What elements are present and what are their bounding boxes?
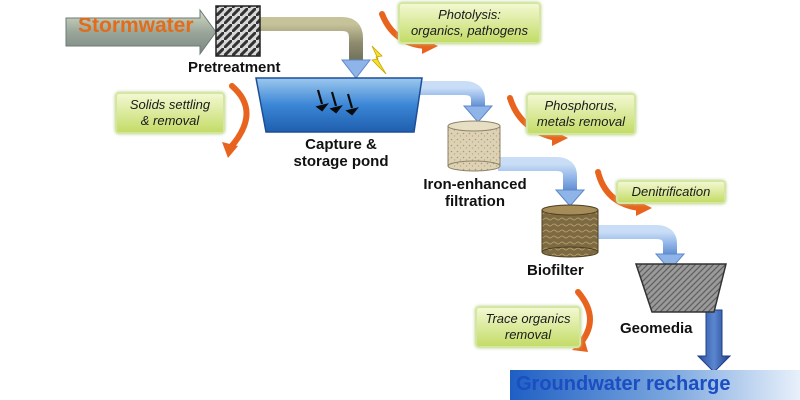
solids-settling-note-line-1: Solids settling bbox=[129, 97, 211, 112]
solids-settling-note-line-2: & removal bbox=[140, 113, 200, 128]
capture-pond-label: Capture & storage pond bbox=[276, 136, 406, 170]
iron-filtration-label-line-1: Iron-enhanced bbox=[423, 176, 527, 193]
trace-organics-note: Trace organics removal bbox=[475, 306, 581, 348]
phosphorus-note-line-2: metals removal bbox=[536, 114, 626, 129]
stormwater-label: Stormwater bbox=[78, 14, 194, 37]
biofilter-cylinder bbox=[541, 204, 599, 258]
lightning-bolt-icon bbox=[371, 45, 387, 75]
iron-filter-cylinder bbox=[447, 120, 501, 172]
solids-settling-note: Solids settling & removal bbox=[115, 92, 225, 134]
photolysis-note-line-1: Photolysis: bbox=[438, 7, 501, 22]
flow-outlet-geomedia bbox=[696, 309, 732, 373]
flow-pipe-biofilter-to-geomedia bbox=[598, 225, 677, 256]
flow-arrowhead-geomedia bbox=[654, 253, 686, 271]
trace-organics-note-line-1: Trace organics bbox=[485, 311, 571, 326]
photolysis-note-line-2: organics, pathogens bbox=[410, 23, 529, 38]
flow-pipe-pretreatment-to-pond bbox=[258, 17, 363, 62]
flow-pipe-iron-to-biofilter bbox=[498, 157, 577, 192]
denitrification-note: Denitrification bbox=[616, 180, 726, 204]
denitrification-arrow bbox=[595, 169, 643, 211]
capture-pond-label-line-1: Capture & bbox=[305, 136, 377, 153]
iron-filtration-label-line-2: filtration bbox=[445, 193, 505, 210]
capture-pond-label-line-2: storage pond bbox=[293, 153, 389, 170]
photolysis-note: Photolysis: organics, pathogens bbox=[398, 2, 541, 44]
flow-arrowhead-biofilter bbox=[554, 189, 586, 207]
iron-filtration-label: Iron-enhanced filtration bbox=[410, 176, 540, 210]
pretreatment-unit bbox=[215, 5, 261, 57]
geomedia-label: Geomedia bbox=[620, 320, 693, 337]
pretreatment-label: Pretreatment bbox=[188, 59, 281, 76]
groundwater-recharge-bar bbox=[510, 370, 800, 400]
solids-settling-arrow bbox=[227, 83, 250, 151]
phosphorus-note: Phosphorus, metals removal bbox=[526, 93, 636, 135]
biofilter-label: Biofilter bbox=[527, 262, 584, 279]
geomedia-tray bbox=[634, 263, 727, 313]
groundwater-recharge-label: Groundwater recharge bbox=[516, 373, 731, 395]
denitrification-note-text: Denitrification bbox=[631, 184, 711, 199]
flow-pipe-pond-to-iron-filter bbox=[416, 81, 485, 108]
phosphorus-note-line-1: Phosphorus, bbox=[544, 98, 618, 113]
capture-pond bbox=[255, 77, 423, 133]
downward-arrows-icon bbox=[315, 89, 359, 116]
stormwater-inflow-arrow bbox=[65, 8, 217, 56]
flow-arrowhead-pond bbox=[340, 59, 372, 79]
flow-arrowhead-iron-filter bbox=[462, 105, 494, 123]
trace-organics-note-line-2: removal bbox=[504, 327, 552, 342]
